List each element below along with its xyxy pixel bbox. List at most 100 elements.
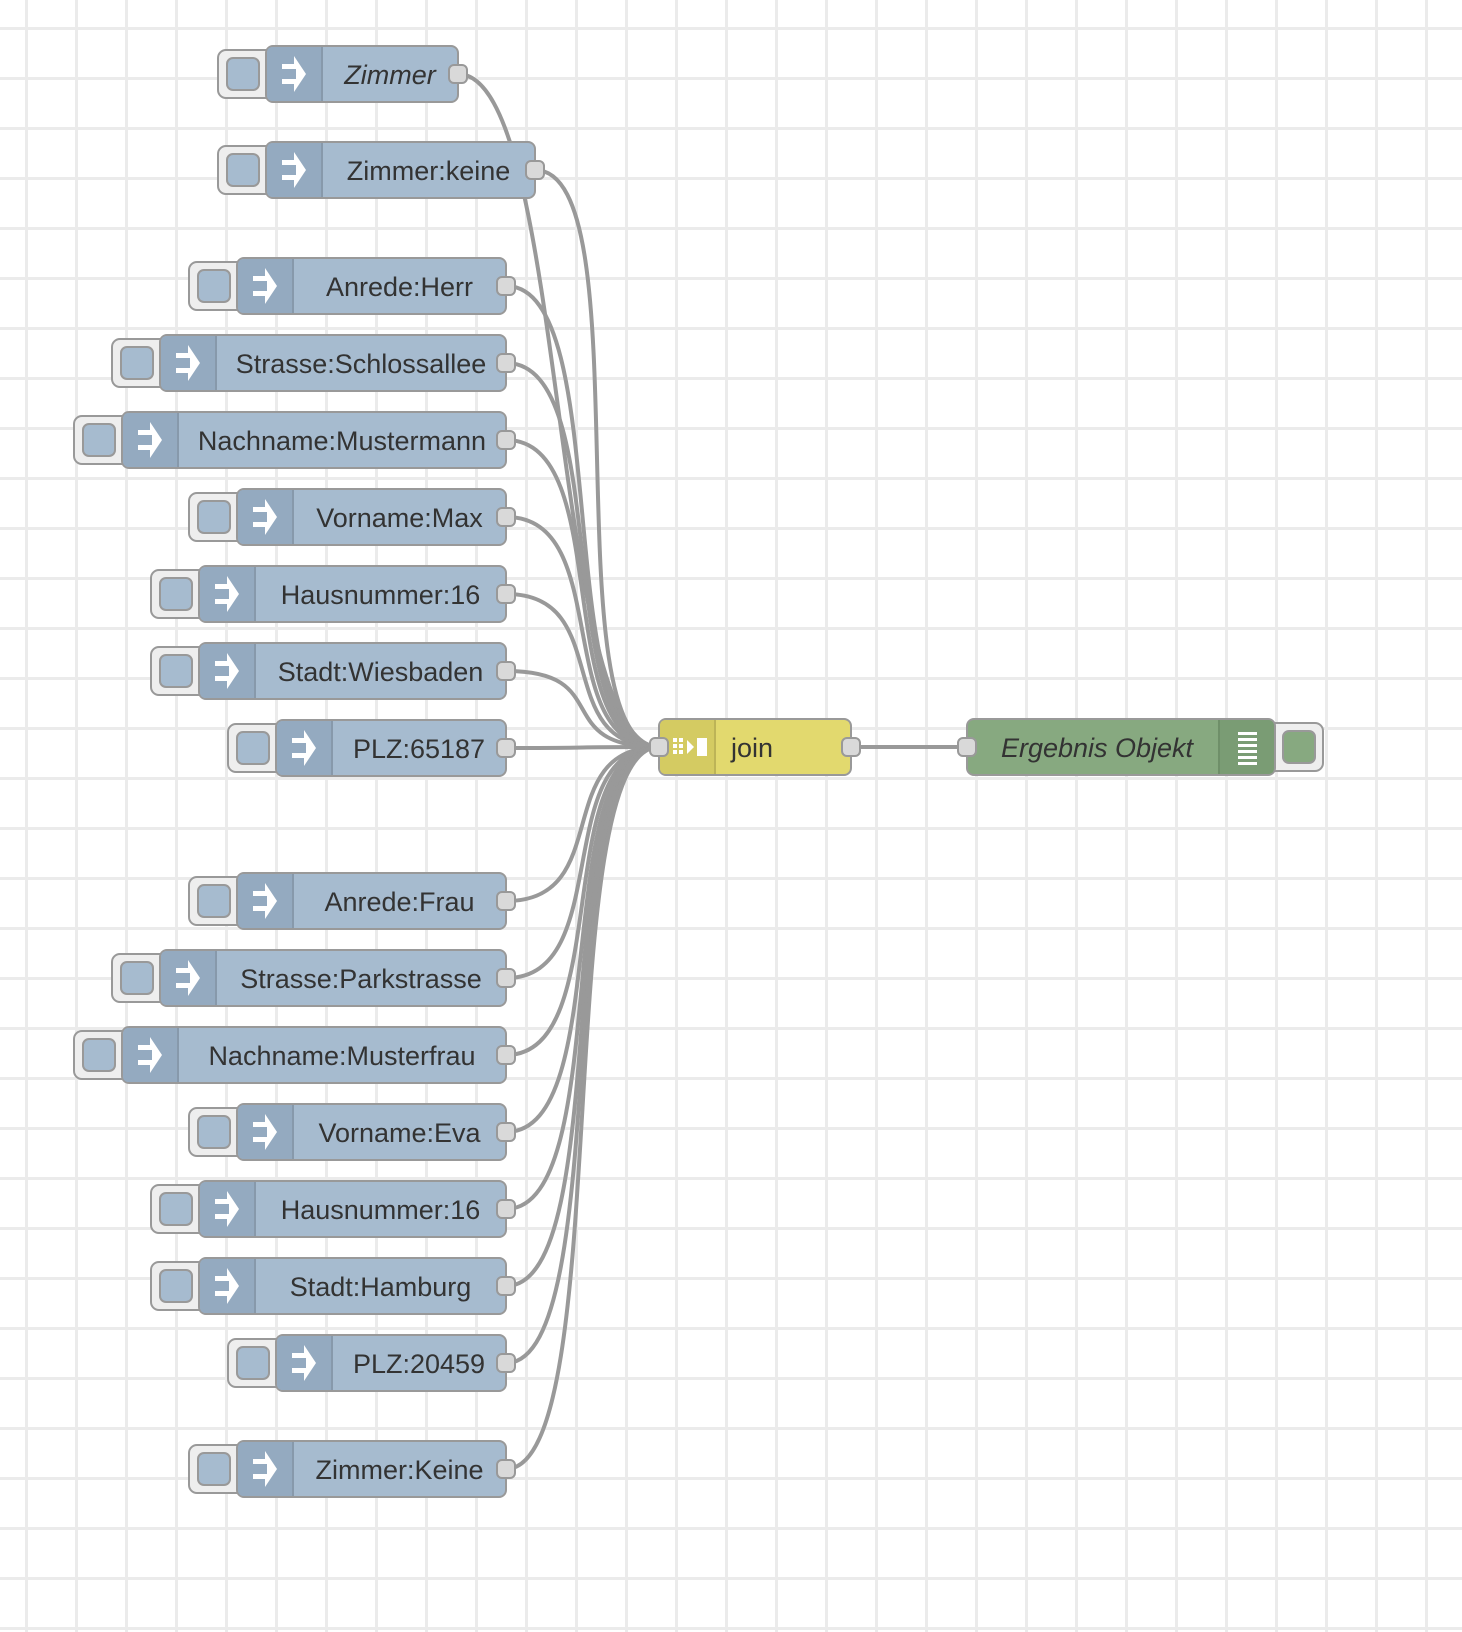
output-port[interactable]: [525, 160, 545, 180]
inject-button[interactable]: [150, 646, 212, 696]
inject-button-square: [82, 1038, 116, 1072]
inject-button-square: [159, 1192, 193, 1226]
output-port[interactable]: [496, 276, 516, 296]
inject-arrow-icon: [238, 874, 294, 928]
inject-arrow-icon: [200, 567, 256, 621]
inject-button-square: [236, 731, 270, 765]
inject-button-square: [197, 1452, 231, 1486]
input-port[interactable]: [957, 737, 977, 757]
inject-arrow-icon: [238, 1442, 294, 1496]
output-port[interactable]: [496, 1199, 516, 1219]
output-port[interactable]: [496, 1122, 516, 1142]
inject-arrow-icon: [238, 259, 294, 313]
inject-button[interactable]: [111, 953, 173, 1003]
inject-node[interactable]: Anrede:Frau: [188, 872, 516, 930]
inject-node-label: PLZ:20459: [353, 1349, 485, 1379]
output-port[interactable]: [496, 1276, 516, 1296]
output-port[interactable]: [496, 1353, 516, 1373]
inject-arrow-icon: [277, 721, 333, 775]
inject-arrow-icon: [267, 143, 323, 197]
wire[interactable]: [505, 745, 660, 1365]
inject-button[interactable]: [227, 723, 289, 773]
inject-node[interactable]: Vorname:Eva: [188, 1103, 516, 1161]
wire[interactable]: [505, 515, 660, 749]
inject-node[interactable]: PLZ:20459: [227, 1334, 516, 1392]
inject-node[interactable]: Zimmer:Keine: [188, 1440, 516, 1498]
list-icon: [1218, 720, 1274, 774]
inject-button[interactable]: [150, 1184, 212, 1234]
wire[interactable]: [505, 745, 660, 980]
debug-toggle-square: [1282, 730, 1316, 764]
wire[interactable]: [505, 284, 660, 749]
inject-button[interactable]: [188, 1107, 250, 1157]
inject-button[interactable]: [188, 261, 250, 311]
inject-button[interactable]: [150, 1261, 212, 1311]
inject-button-square: [82, 423, 116, 457]
wire[interactable]: [505, 669, 660, 749]
inject-button-square: [197, 269, 231, 303]
nodes-layer: ZimmerZimmer:keineAnrede:HerrStrasse:Sch…: [73, 45, 1324, 1498]
input-port[interactable]: [649, 737, 669, 757]
inject-button-square: [159, 577, 193, 611]
inject-node-label: Hausnummer:16: [281, 1195, 481, 1225]
inject-arrow-icon: [267, 47, 323, 101]
inject-arrow-icon: [200, 644, 256, 698]
inject-button[interactable]: [150, 569, 212, 619]
inject-node[interactable]: Stadt:Wiesbaden: [150, 642, 516, 700]
join-node[interactable]: join: [649, 718, 861, 776]
wire[interactable]: [505, 745, 660, 750]
inject-node-label: Zimmer: [343, 60, 436, 90]
wire[interactable]: [505, 361, 660, 749]
inject-node[interactable]: Anrede:Herr: [188, 257, 516, 315]
output-port[interactable]: [496, 891, 516, 911]
inject-button[interactable]: [188, 876, 250, 926]
inject-button-square: [197, 1115, 231, 1149]
wires-layer: [457, 72, 967, 1471]
inject-node[interactable]: Zimmer: [217, 45, 468, 103]
inject-node[interactable]: PLZ:65187: [227, 719, 516, 777]
inject-arrow-icon: [238, 490, 294, 544]
inject-node-label: Nachname:Musterfrau: [208, 1041, 475, 1071]
wire[interactable]: [505, 745, 660, 903]
inject-button[interactable]: [73, 1030, 135, 1080]
inject-node[interactable]: Vorname:Max: [188, 488, 516, 546]
output-port[interactable]: [448, 64, 468, 84]
inject-node[interactable]: Nachname:Mustermann: [73, 411, 516, 469]
inject-node[interactable]: Zimmer:keine: [217, 141, 545, 199]
wire[interactable]: [505, 592, 660, 749]
inject-node[interactable]: Hausnummer:16: [150, 1180, 516, 1238]
output-port[interactable]: [496, 430, 516, 450]
inject-node-label: Strasse:Parkstrasse: [240, 964, 482, 994]
inject-node[interactable]: Nachname:Musterfrau: [73, 1026, 516, 1084]
inject-button-square: [159, 654, 193, 688]
inject-node[interactable]: Strasse:Schlossallee: [111, 334, 516, 392]
inject-button-square: [159, 1269, 193, 1303]
wire[interactable]: [534, 168, 660, 749]
inject-node-label: Hausnummer:16: [281, 580, 481, 610]
output-port[interactable]: [496, 353, 516, 373]
inject-node[interactable]: Strasse:Parkstrasse: [111, 949, 516, 1007]
output-port[interactable]: [496, 584, 516, 604]
wire[interactable]: [505, 745, 660, 1134]
inject-button[interactable]: [227, 1338, 289, 1388]
wire[interactable]: [505, 745, 660, 1471]
wire[interactable]: [505, 438, 660, 749]
output-port[interactable]: [496, 1045, 516, 1065]
output-port[interactable]: [841, 737, 861, 757]
inject-node[interactable]: Hausnummer:16: [150, 565, 516, 623]
output-port[interactable]: [496, 661, 516, 681]
output-port[interactable]: [496, 507, 516, 527]
output-port[interactable]: [496, 968, 516, 988]
inject-node-label: Nachname:Mustermann: [198, 426, 486, 456]
inject-button-square: [120, 961, 154, 995]
wire[interactable]: [505, 745, 660, 1057]
debug-node[interactable]: Ergebnis Objekt: [957, 718, 1324, 776]
inject-node[interactable]: Stadt:Hamburg: [150, 1257, 516, 1315]
inject-node-label: Vorname:Max: [316, 503, 483, 533]
output-port[interactable]: [496, 738, 516, 758]
inject-node-label: Zimmer:keine: [347, 156, 511, 186]
inject-button[interactable]: [111, 338, 173, 388]
output-port[interactable]: [496, 1459, 516, 1479]
